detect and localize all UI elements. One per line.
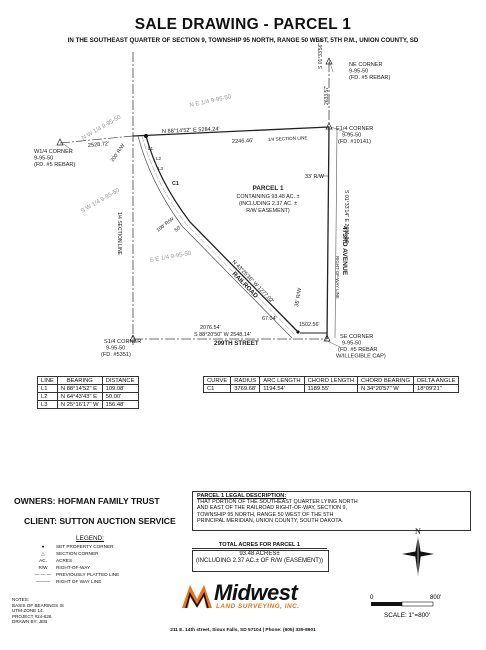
owner-label: OWNERS: HOFMAN FAMILY TRUST	[14, 496, 160, 506]
south-dist-b-label: 1502.56'	[299, 322, 320, 328]
railroad-row-line-east	[145, 135, 299, 333]
parcel-area: CONTAINING 93.48 AC. ±	[236, 194, 299, 200]
parcel-name: PARCEL 1	[252, 185, 283, 192]
parcel-including: (INCLUDING 2.37 AC. ±	[239, 201, 297, 207]
street-label: 299TH STREET	[214, 340, 259, 347]
drawing-subtitle: IN THE SOUTHEAST QUARTER OF SECTION 9, T…	[67, 37, 419, 44]
row-line-label: RIGHT-OF-WAY LINE	[335, 256, 340, 299]
row-50-label: 50'	[174, 225, 183, 234]
quarter-line-label: 1/4 SECTION LINE	[268, 135, 308, 142]
svg-text:800': 800'	[430, 595, 441, 601]
set-corner-icon	[296, 330, 300, 334]
row-100-label: 100' R/W	[156, 216, 176, 233]
east-row-line	[334, 129, 338, 339]
midwest-logo-icon	[182, 585, 212, 609]
east-bearing-label: S 01°33'14" E 2601.04'	[343, 190, 349, 243]
railroad-centerline	[141, 135, 296, 336]
quarter-label-ne: N E 1/4 9-95-50	[189, 94, 232, 109]
row-33-label: 33' R/W	[305, 174, 325, 180]
row-35-label: 35' R/W	[294, 287, 303, 308]
drawing-title: SALE DRAWING - PARCEL 1	[134, 16, 352, 33]
legal-description: PARCEL 1 LEGAL DESCRIPTION: THAT PORTION…	[192, 491, 471, 531]
south-bearing-label: S 88°20'50" W 2548.14'	[194, 332, 251, 338]
logo-tagline: LAND SURVEYING, INC.	[216, 603, 300, 610]
s14-corner-icon	[129, 334, 137, 342]
quarter-label-sw: S W 1/4 9-95-50	[80, 187, 121, 214]
east-top-bearing: S 01°33'56" E	[318, 37, 324, 69]
avenue-label: 473RD AVENUE	[341, 226, 348, 276]
quarter-label-se: S E 1/4 9-95-50	[149, 251, 192, 264]
footer-address: 211 E. 14th street, Sioux Falls, SD 5710…	[170, 628, 316, 633]
total-acres: TOTAL ACRES FOR PARCEL 1 93.48 ACRES± (I…	[192, 542, 329, 572]
legend-title: LEGEND:	[76, 535, 105, 542]
section-line-label: 1/4 SECTION LINE	[116, 212, 122, 256]
line-l2-label: L2	[156, 156, 162, 161]
client-label: CLIENT: SUTTON AUCTION SERVICE	[24, 516, 176, 526]
legend: ●SET PROPERTY CORNER △SECTION CORNER AC.…	[34, 544, 120, 584]
west-distance-label: 2528.72'	[88, 141, 110, 149]
ne-corner-icon	[325, 57, 333, 65]
north-boundary-line	[132, 126, 330, 137]
scale-bar: 0 800' SCALE: 1"=800'	[370, 595, 441, 619]
south-dist-a-label: 2076.54'	[200, 325, 221, 331]
north-bearing-label: N 88°14'52" E 5284.24'	[162, 126, 220, 135]
west-quarter-line	[59, 135, 134, 144]
line-l3-label: L3	[158, 166, 164, 171]
dist-67-label: 67.04'	[262, 316, 277, 322]
w14-corner-icon	[56, 138, 64, 146]
railroad-row-line-west	[137, 135, 293, 339]
logo-wordmark: Midwest	[214, 580, 298, 605]
e14-corner-icon	[325, 122, 333, 130]
east-boundary-line	[326, 126, 330, 340]
east-top-distance: 2633.57'	[324, 86, 330, 105]
line-l1-label: L1	[148, 146, 154, 151]
svg-text:0: 0	[370, 595, 374, 601]
set-corner-icon	[144, 134, 148, 138]
svg-text:N: N	[415, 527, 421, 536]
svg-text:SCALE: 1"=800': SCALE: 1"=800'	[384, 612, 430, 619]
row-200-label: 200' R/W	[110, 143, 127, 163]
north-distance-label: 2246.46'	[232, 138, 254, 145]
notes: NOTES: BASIS OF BEARINGS IS UTM-ZONE 14.…	[12, 597, 64, 625]
parcel-easement: R/W EASEMENT)	[246, 208, 290, 214]
north-arrow-icon: N	[402, 527, 434, 577]
curve-c1-label: C1	[172, 181, 179, 187]
